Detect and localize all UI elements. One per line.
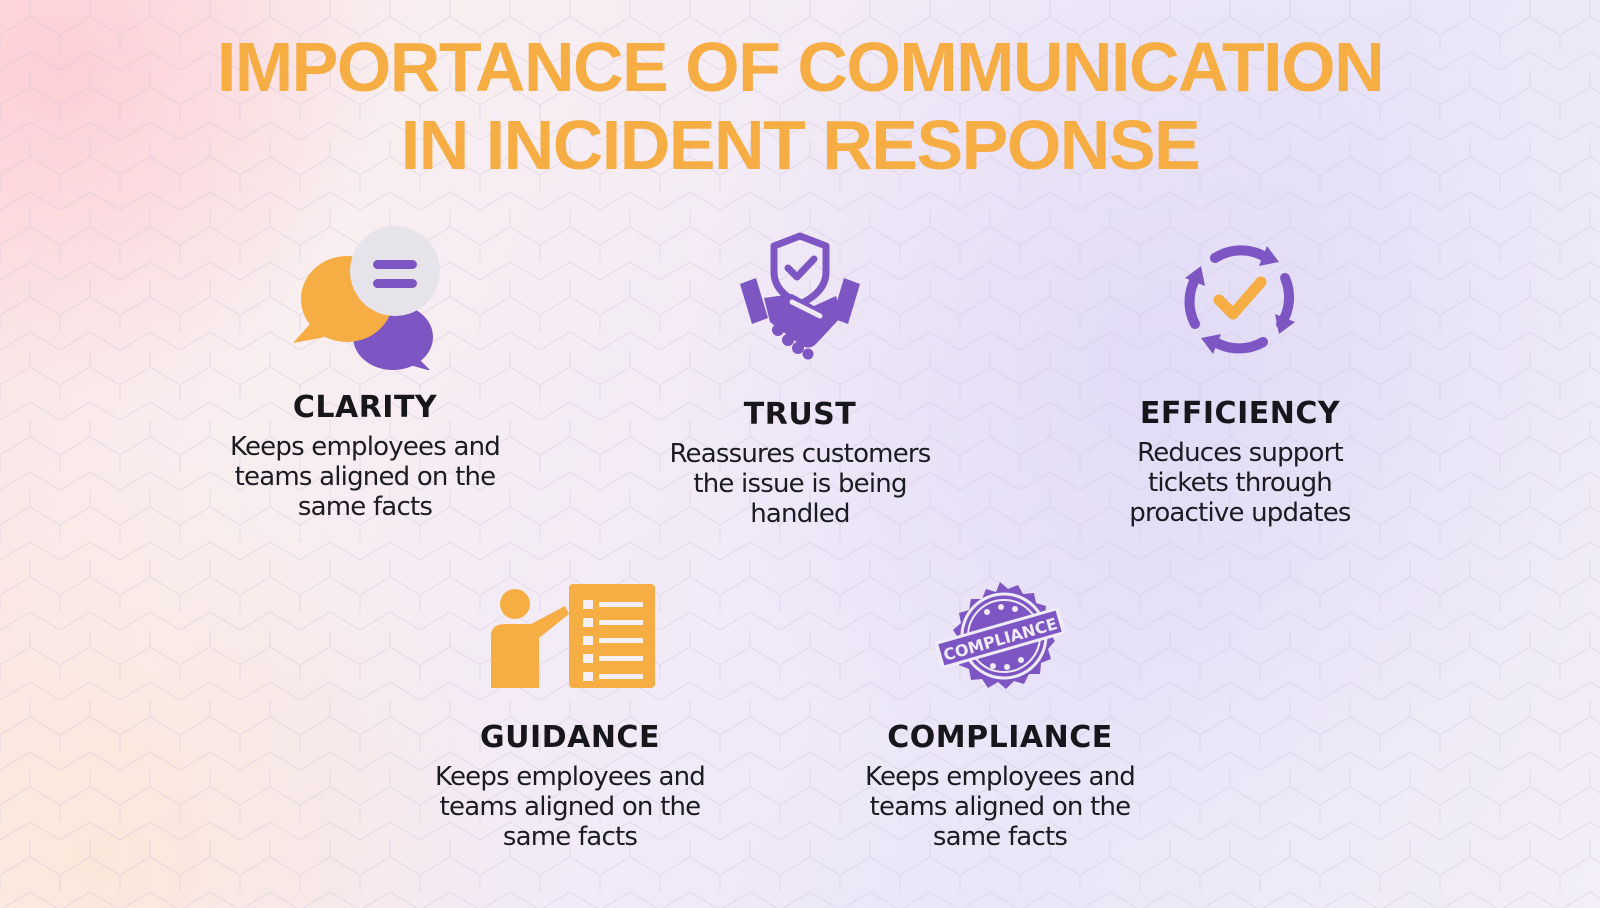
trust-card: TRUST Reassures customers the issue is b…: [610, 232, 990, 529]
title-line-2: IN INCIDENT RESPONSE: [400, 106, 1201, 184]
cycle-check-icon: [1184, 245, 1295, 354]
compliance-desc-line-2: teams aligned on the: [869, 792, 1132, 822]
guidance-description: Keeps employees and teams aligned on the…: [410, 762, 730, 852]
efficiency-desc-line-3: proactive updates: [1129, 498, 1351, 528]
handshake-shield-icon: [740, 232, 860, 360]
efficiency-heading: EFFICIENCY: [1139, 396, 1341, 431]
compliance-card: COMPLIANCE COMPLIANCE Keeps employees an…: [810, 580, 1190, 852]
compliance-desc-line-3: same facts: [932, 822, 1068, 852]
page-title: IMPORTANCE OF COMMUNICATION IN INCIDENT …: [0, 28, 1600, 184]
efficiency-description: Reduces support tickets through proactiv…: [1080, 438, 1400, 528]
guidance-desc-line-3: same facts: [502, 822, 638, 852]
clarity-heading: CLARITY: [292, 390, 438, 425]
trust-desc-line-2: the issue is being: [693, 469, 907, 499]
guidance-desc-line-2: teams aligned on the: [439, 792, 702, 822]
efficiency-card: EFFICIENCY Reduces support tickets throu…: [1050, 236, 1430, 528]
efficiency-desc-line-1: Reduces support: [1137, 438, 1344, 468]
trust-desc-line-1: Reassures customers: [669, 439, 931, 469]
presentation-board-icon: [491, 584, 655, 688]
guidance-card: GUIDANCE Keeps employees and teams align…: [380, 580, 760, 852]
clarity-desc-line-1: Keeps employees and: [230, 432, 501, 462]
title-line-1: IMPORTANCE OF COMMUNICATION: [216, 28, 1385, 106]
trust-heading: TRUST: [743, 397, 857, 432]
guidance-heading: GUIDANCE: [480, 720, 660, 755]
clarity-description: Keeps employees and teams aligned on the…: [205, 432, 525, 522]
trust-description: Reassures customers the issue is being h…: [640, 439, 960, 529]
trust-desc-line-3: handled: [750, 499, 850, 529]
compliance-heading: COMPLIANCE: [887, 720, 1113, 755]
compliance-description: Keeps employees and teams aligned on the…: [840, 762, 1160, 852]
clarity-desc-line-2: teams aligned on the: [234, 462, 497, 492]
compliance-desc-line-1: Keeps employees and: [865, 762, 1136, 792]
chat-bubbles-icon: [293, 226, 440, 370]
guidance-desc-line-1: Keeps employees and: [435, 762, 706, 792]
compliance-stamp-icon: COMPLIANCE: [935, 582, 1065, 689]
clarity-desc-line-3: same facts: [297, 492, 433, 522]
efficiency-desc-line-2: tickets through: [1147, 468, 1333, 498]
clarity-card: CLARITY Keeps employees and teams aligne…: [175, 225, 555, 522]
